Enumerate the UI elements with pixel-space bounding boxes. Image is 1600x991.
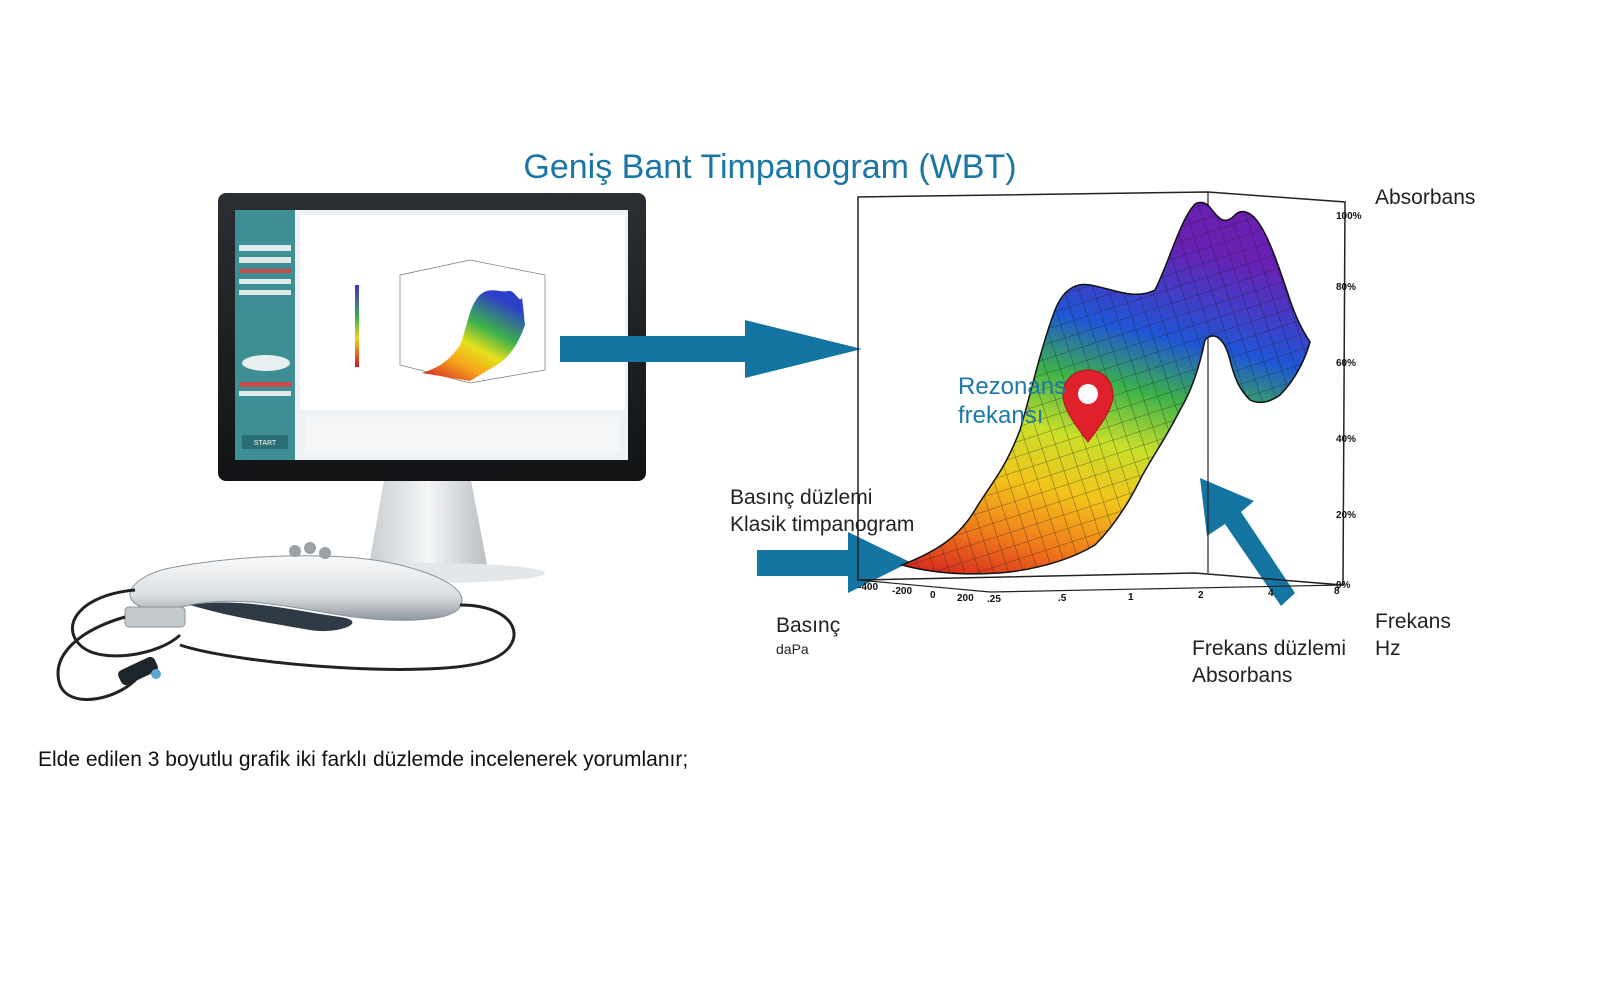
- pressure-plane-line-2: Klasik timpanogram: [730, 513, 915, 536]
- resonance-marker-icon: [1062, 369, 1114, 443]
- arrow-frequency-plane: [1200, 478, 1295, 606]
- absorbans-axis-label: Absorbans: [1375, 186, 1476, 209]
- software-start-button[interactable]: [242, 435, 288, 449]
- absorbans-tick: 0%: [1336, 580, 1351, 591]
- frequency-axis-name: Frekans: [1375, 610, 1451, 633]
- pressure-plane-line-1: Basınç düzlemi: [730, 486, 873, 509]
- pressure-unit-label: daPa: [776, 641, 809, 657]
- absorbans-tick: 40%: [1336, 434, 1356, 445]
- pressure-axis-label: Basınç: [776, 614, 841, 637]
- resonance-line-2: frekansı: [958, 402, 1044, 429]
- absorbans-tick: 100%: [1336, 211, 1362, 222]
- absorbans-tick: 80%: [1336, 282, 1356, 293]
- frequency-tick: 4: [1268, 588, 1274, 599]
- resonance-line-1: Rezonans: [958, 373, 1067, 400]
- absorbans-tick: 20%: [1336, 510, 1356, 521]
- frequency-tick: .5: [1058, 593, 1067, 604]
- probe-device: [56, 542, 516, 701]
- frequency-plane-line-1: Frekans düzlemi: [1192, 637, 1347, 660]
- figure-title: Geniş Bant Timpanogram (WBT): [523, 148, 1017, 186]
- frequency-plane-label: Frekans düzlemi Absorbans: [1192, 635, 1346, 689]
- frequency-axis-unit: Hz: [1375, 637, 1401, 660]
- frequency-tick: 8: [1334, 586, 1340, 597]
- pressure-plane-label: Basınç düzlemi Klasik timpanogram: [730, 484, 914, 538]
- arrow-pressure-plane: [757, 532, 910, 593]
- absorbans-tick: 60%: [1336, 358, 1356, 369]
- frequency-tick: 1: [1128, 592, 1134, 603]
- wbt-3d-chart: 100% 80% 60% 40% 20% 0% -400 -200 0 200 …: [857, 191, 1362, 605]
- frequency-tick: .25: [987, 594, 1001, 605]
- pressure-tick: 0: [930, 590, 936, 601]
- pressure-tick: 200: [957, 593, 974, 604]
- software-sidebar: [235, 210, 295, 460]
- frequency-axis-label: Frekans Hz: [1375, 608, 1451, 662]
- pressure-tick: -400: [858, 582, 878, 593]
- frequency-plane-line-2: Absorbans: [1192, 664, 1293, 687]
- arrow-monitor-to-chart: [560, 320, 862, 378]
- frequency-tick: 2: [1198, 590, 1204, 601]
- pressure-tick: -200: [892, 586, 912, 597]
- resonance-frequency-label: Rezonans frekansı: [958, 372, 1066, 430]
- caption-text: Elde edilen 3 boyutlu grafik iki farklı …: [38, 748, 689, 771]
- software-start-label: START: [254, 440, 277, 447]
